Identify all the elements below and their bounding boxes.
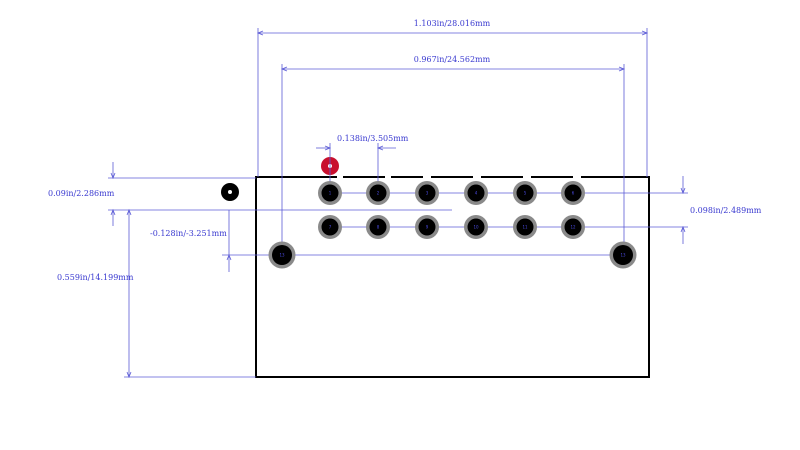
row-pitch-label: 0.098in/2.489mm [690,206,762,215]
pin-pad-2: 2 [366,181,390,205]
pin-pad-12: 12 [561,215,585,239]
origin-marker [221,183,239,201]
pin-pad-8: 8 [366,215,390,239]
pin-pad-10: 10 [464,215,488,239]
pin-pad-3: 3 [415,181,439,205]
mount-pitch-label: 0.967in/24.562mm [414,55,491,64]
pin-pad-7: 7 [318,215,342,239]
pin-pad-4-number: 4 [475,191,478,196]
top-edge-gaps [337,174,581,180]
top-offset-label: 0.09in/2.286mm [48,189,115,198]
pin-pad-1: 1 [318,181,342,205]
pin-pad-3-number: 3 [426,191,429,196]
pin-pad-12-number: 12 [570,225,576,230]
mount-offset-label: -0.128in/-3.251mm [150,229,227,238]
pin-pad-5: 5 [513,181,537,205]
pin-pad-11-number: 11 [522,225,528,230]
pin-pad-11: 11 [513,215,537,239]
pin-pad-9-number: 9 [426,225,429,230]
mount-hole-right-number: 13 [620,253,626,258]
mount-hole-left: 13 [268,241,296,269]
mount-hole-left-number: 13 [279,253,285,258]
pin-pad-2-number: 2 [377,191,380,196]
pin-pad-9: 9 [415,215,439,239]
pin-pad-10-number: 10 [473,225,479,230]
dimension-lines [108,28,688,379]
pin-pad-8-number: 8 [377,225,380,230]
pin-pad-7-number: 7 [329,225,332,230]
pin-pad-5-number: 5 [524,191,527,196]
component-outline [255,176,650,378]
pin-pitch-label: 0.138in/3.505mm [337,134,409,143]
pin-pad-6-number: 6 [572,191,575,196]
pin-pad-1-number: 1 [329,191,332,196]
overall-width-label: 1.103in/28.016mm [414,19,491,28]
pin-pad-4: 4 [464,181,488,205]
body-height-label: 0.559in/14.199mm [57,273,134,282]
mount-hole-right: 13 [609,241,637,269]
pin-pad-6: 6 [561,181,585,205]
